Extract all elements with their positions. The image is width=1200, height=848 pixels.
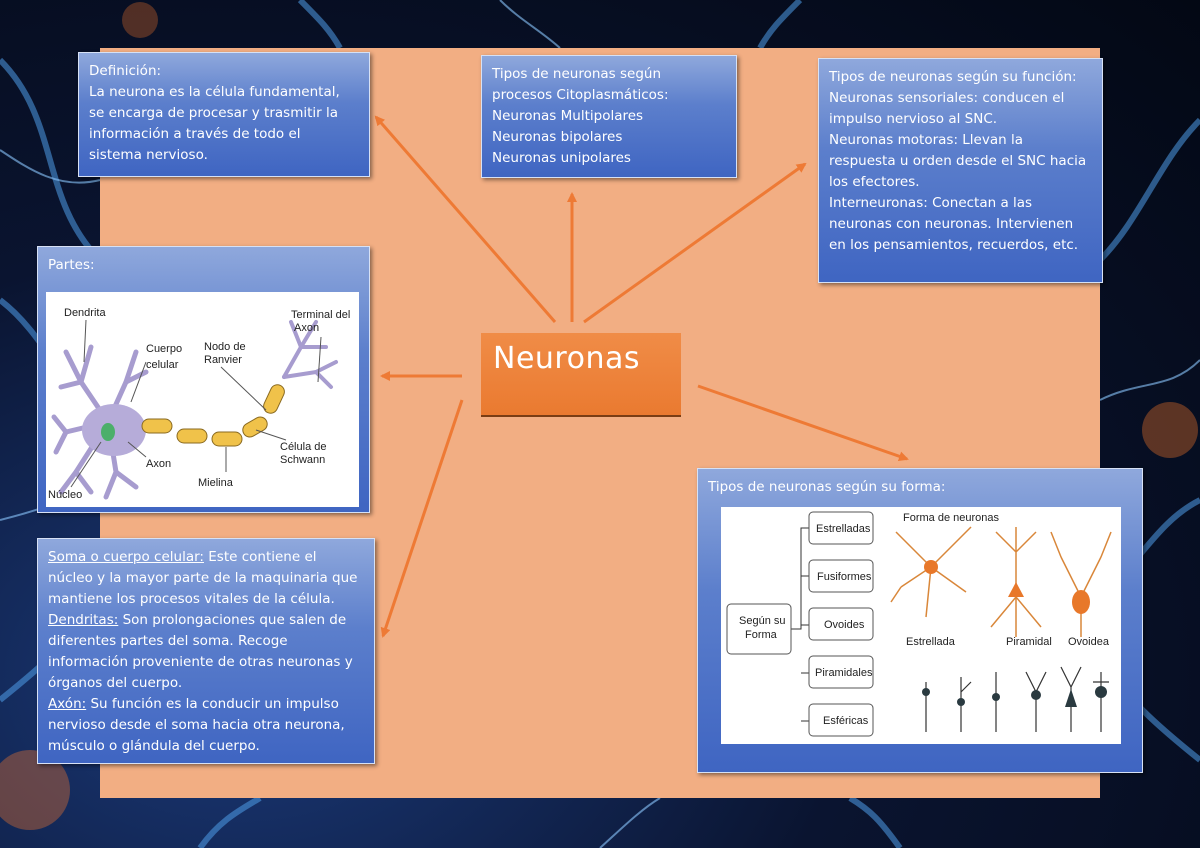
label-celula-2: Schwann: [280, 454, 325, 466]
citoplasmaticos-line: procesos Citoplasmáticos:: [492, 87, 669, 103]
definicion-line: Definición:: [89, 63, 162, 79]
soma-line: núcleo y la mayor parte de la maquinaria…: [48, 570, 358, 586]
shape-type-esfericas: Esféricas: [823, 715, 869, 727]
label-mielina: Mielina: [198, 477, 234, 489]
definicion-box: Definición: La neurona es la célula fund…: [78, 52, 370, 177]
shapes-caption-ovoidea: Ovoidea: [1068, 636, 1110, 648]
funcion-line: en los pensamientos, recuerdos, etc.: [829, 237, 1079, 253]
citoplasmaticos-line: Neuronas Multipolares: [492, 108, 644, 124]
dendritas-line: información proveniente de otras neurona…: [48, 654, 353, 670]
term-axon: Axón:: [48, 696, 87, 712]
label-terminal-2: Axon: [294, 322, 319, 334]
soma-definitions-box: Soma o cuerpo celular: Este contiene el …: [37, 538, 375, 764]
partes-title: Partes:: [48, 257, 95, 273]
shape-root-1: Según su: [739, 615, 785, 627]
label-nodo-1: Nodo de: [204, 341, 246, 353]
funcion-line: los efectores.: [829, 174, 920, 190]
neuron-shapes-image: Según su Forma Estrelladas Fusiformes Ov…: [721, 507, 1121, 744]
central-title: Neuronas: [493, 341, 640, 376]
axon-line: músculo o glándula del cuerpo.: [48, 738, 260, 754]
funcion-line: Interneuronas: Conectan a las: [829, 195, 1033, 211]
citoplasmaticos-line: Tipos de neuronas según: [492, 66, 662, 82]
definicion-line: se encarga de procesar y trasmitir la: [89, 105, 338, 121]
shapes-caption-estrellada: Estrellada: [906, 636, 956, 648]
citoplasmaticos-line: Neuronas unipolares: [492, 150, 631, 166]
term-soma: Soma o cuerpo celular:: [48, 549, 204, 565]
shape-type-fusiformes: Fusiformes: [817, 571, 872, 583]
partes-box: Partes:: [37, 246, 370, 513]
definicion-line: sistema nervioso.: [89, 147, 208, 163]
funcion-line: Neuronas sensoriales: conducen el: [829, 90, 1065, 106]
soma-text: Este contiene el: [203, 549, 317, 565]
axon-text: Su función es la conducir un impulso: [86, 696, 339, 712]
central-topic: Neuronas: [481, 333, 681, 417]
term-dendritas: Dendritas:: [48, 612, 119, 628]
definicion-line: información a través de todo el: [89, 126, 301, 142]
axon-line: nervioso desde el soma hacia otra neuron…: [48, 717, 345, 733]
funcion-line: Neuronas motoras: Llevan la: [829, 132, 1023, 148]
dendritas-line: diferentes partes del soma. Recoge: [48, 633, 288, 649]
citoplasmaticos-line: Neuronas bipolares: [492, 129, 623, 145]
label-dendrita: Dendrita: [64, 307, 106, 319]
label-celula-1: Célula de: [280, 441, 326, 453]
neuron-anatomy-image: Dendrita Cuerpo celular Nodo de Ranvier …: [46, 292, 359, 507]
definicion-line: La neurona es la célula fundamental,: [89, 84, 340, 100]
funcion-line: neuronas con neuronas. Intervienen: [829, 216, 1074, 232]
dendritas-text: Son prolongaciones que salen de: [118, 612, 347, 628]
label-cuerpo-2: celular: [146, 359, 179, 371]
label-axon: Axon: [146, 458, 171, 470]
shape-type-ovoides: Ovoides: [824, 619, 865, 631]
shapes-caption: Forma de neuronas: [903, 512, 999, 524]
funcion-box: Tipos de neuronas según su función: Neur…: [818, 58, 1103, 283]
label-nodo-2: Ranvier: [204, 354, 242, 366]
shape-type-piramidales: Piramidales: [815, 667, 873, 679]
funcion-line: respuesta u orden desde el SNC hacia: [829, 153, 1087, 169]
label-nucleo: Núcleo: [48, 489, 82, 501]
shapes-caption-piramidal: Piramidal: [1006, 636, 1052, 648]
shape-type-estrelladas: Estrelladas: [816, 523, 871, 535]
label-cuerpo-1: Cuerpo: [146, 343, 182, 355]
shape-root-2: Forma: [745, 629, 778, 641]
label-terminal-1: Terminal del: [291, 309, 350, 321]
dendritas-line: órganos del cuerpo.: [48, 675, 183, 691]
dendritas-line: Dendritas: Son prolongaciones que salen …: [48, 610, 364, 631]
forma-title: Tipos de neuronas según su forma:: [708, 479, 946, 495]
funcion-line: Tipos de neuronas según su función:: [829, 69, 1077, 85]
soma-line: Soma o cuerpo celular: Este contiene el: [48, 547, 364, 568]
soma-line: mantiene los procesos vitales de la célu…: [48, 591, 335, 607]
axon-line: Axón: Su función es la conducir un impul…: [48, 694, 364, 715]
citoplasmaticos-box: Tipos de neuronas según procesos Citopla…: [481, 55, 737, 178]
funcion-line: impulso nervioso al SNC.: [829, 111, 998, 127]
forma-box: Tipos de neuronas según su forma: Según …: [697, 468, 1143, 773]
